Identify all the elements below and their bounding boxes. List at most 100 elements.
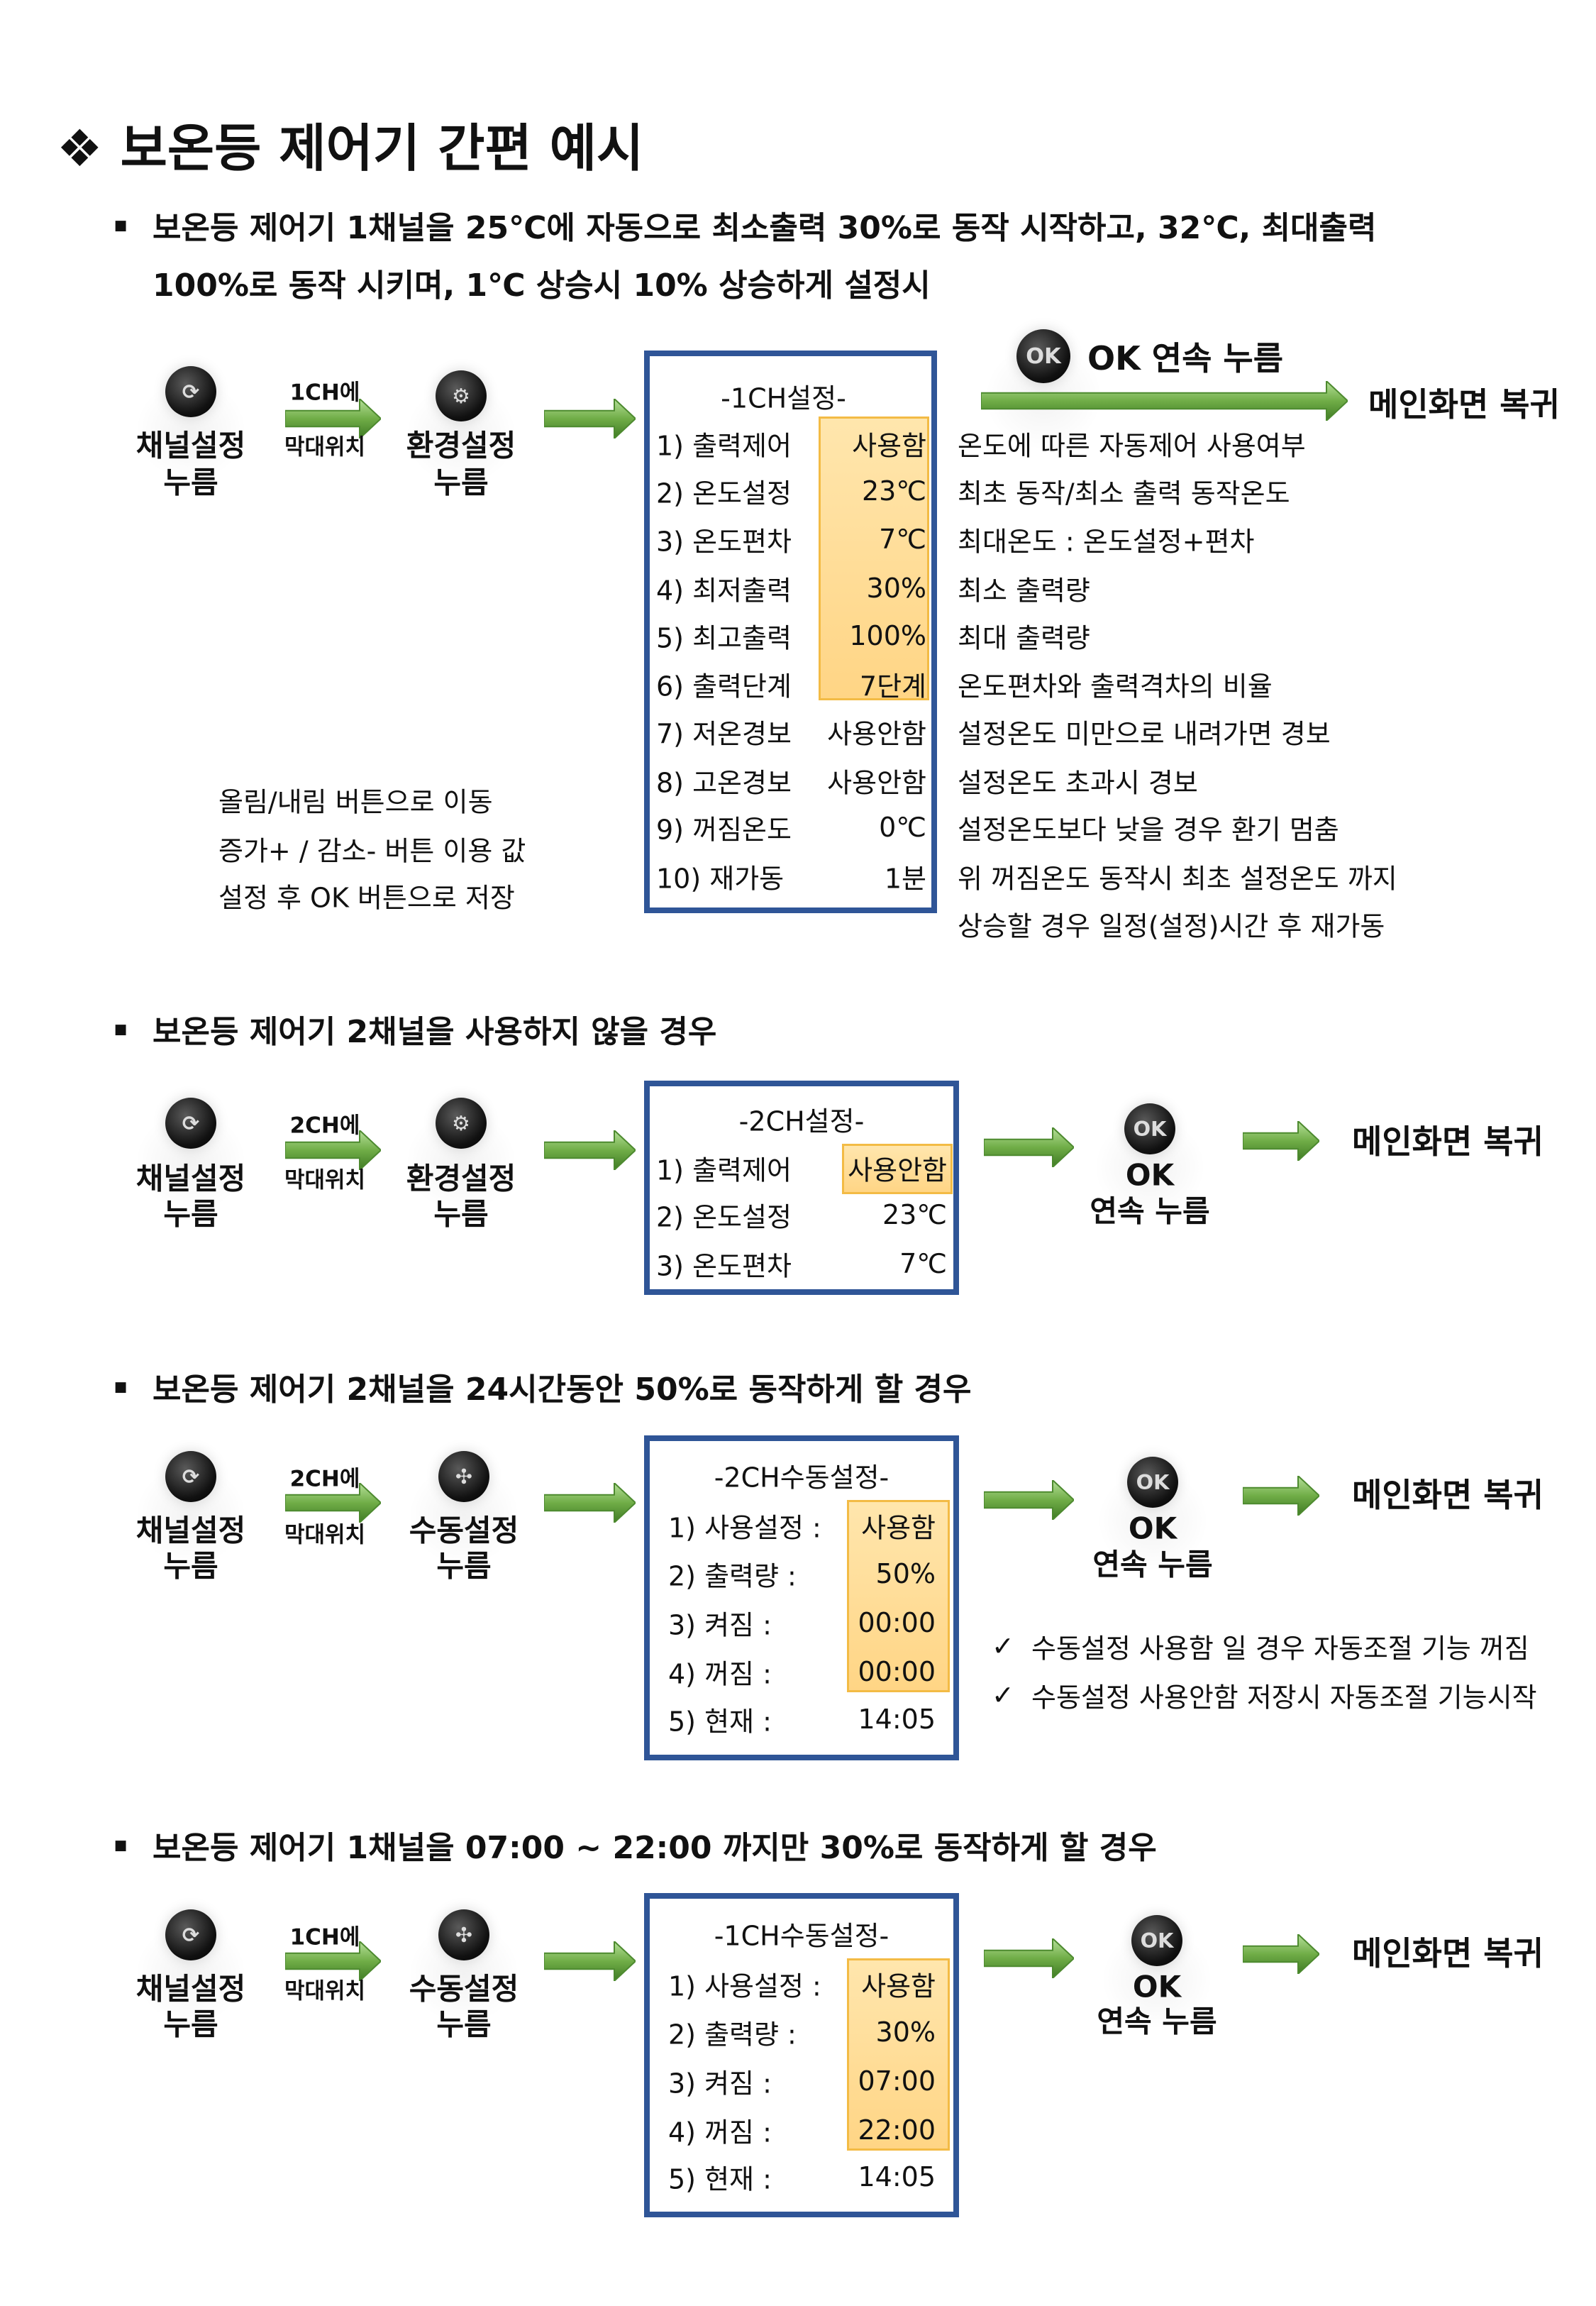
fan-icon[interactable]: ✣: [438, 1909, 489, 1960]
setting-description: 온도편차와 출력격차의 비율: [958, 671, 1273, 702]
bullet-icon: ▪: [113, 1832, 128, 1858]
check-note: 수동설정 사용함 일 경우 자동조절 기능 꺼짐: [1031, 1633, 1529, 1665]
page-title: ❖ 보온등 제어기 간편 예시: [57, 118, 644, 178]
ok-label: OK: [1125, 1157, 1175, 1193]
setting-label: 3) 켜짐 :: [668, 1609, 772, 1641]
channel-label: 2CH에: [289, 1466, 360, 1492]
setting-value[interactable]: 사용함: [852, 430, 926, 462]
check-note: 수동설정 사용안함 저장시 자동조절 기능시작: [1031, 1682, 1537, 1714]
box-title: -1CH설정-: [721, 382, 846, 414]
setting-label: 1) 출력제어: [656, 430, 792, 462]
ok-label: OK: [1128, 1511, 1177, 1546]
setting-description: 설정온도 초과시 경보: [958, 767, 1198, 799]
setting-label: 1) 사용설정 :: [668, 1970, 821, 2002]
setting-label: 3) 온도편차: [656, 1250, 792, 1282]
setting-label: 2) 출력량 :: [668, 1560, 797, 1592]
settings-label: 수동설정: [409, 1971, 519, 2007]
check-icon: ✓: [992, 1631, 1014, 1662]
ok-button-icon[interactable]: OK: [1131, 1915, 1182, 1966]
continuous-press-label: 연속 누름: [1090, 1193, 1210, 1229]
return-main-label: 메인화면 복귀: [1368, 385, 1560, 424]
channel-setting-button-icon[interactable]: ⟳: [165, 366, 216, 417]
press-label: 누름: [433, 1196, 489, 1232]
setting-description: 최대온도 : 온도설정+편차: [958, 526, 1255, 558]
setting-value[interactable]: 30%: [875, 2017, 936, 2048]
setting-description: 온도에 따른 자동제어 사용여부: [958, 430, 1306, 462]
setting-value[interactable]: 1분: [884, 863, 926, 895]
setting-value[interactable]: 00:00: [858, 1656, 936, 1687]
setting-value[interactable]: 00:00: [858, 1607, 936, 1638]
setting-label: 8) 고온경보: [656, 767, 792, 799]
section-heading: 보온등 제어기 1채널을 07:00 ~ 22:00 까지만 30%로 동작하게…: [153, 1830, 1157, 1866]
setting-value[interactable]: 23℃: [882, 1199, 947, 1230]
setting-value[interactable]: 100%: [849, 620, 926, 651]
ok-press-label: OK 연속 누름: [1087, 339, 1284, 377]
setting-value[interactable]: 50%: [875, 1558, 936, 1589]
press-label: 누름: [436, 2007, 492, 2042]
ok-button-icon[interactable]: OK: [1127, 1457, 1178, 1508]
setting-value[interactable]: 사용안함: [827, 718, 926, 750]
setting-description: 상승할 경우 일정(설정)시간 후 재가동: [958, 910, 1385, 942]
arrow-icon: [1243, 1121, 1319, 1161]
return-main-label: 메인화면 복귀: [1352, 1476, 1544, 1514]
setting-value[interactable]: 30%: [866, 573, 926, 604]
setting-value[interactable]: 0℃: [879, 812, 926, 843]
setting-value[interactable]: 14:05: [858, 1704, 936, 1735]
setting-value[interactable]: 07:00: [858, 2065, 936, 2097]
setting-value[interactable]: 14:05: [858, 2161, 936, 2192]
gear-icon[interactable]: ⚙: [436, 370, 487, 421]
ok-label: OK: [1132, 1969, 1182, 2004]
instruction-note: 증가+ / 감소- 버튼 이용 값: [218, 835, 526, 867]
setting-label: 4) 최저출력: [656, 575, 792, 607]
setting-value[interactable]: 사용함: [861, 1512, 936, 1544]
return-main-label: 메인화면 복귀: [1352, 1934, 1544, 1973]
channel-setting-button-icon[interactable]: ⟳: [165, 1098, 216, 1149]
channel-label: 1CH에: [289, 1924, 360, 1951]
setting-value[interactable]: 사용안함: [848, 1154, 947, 1186]
setting-value[interactable]: 7℃: [899, 1248, 947, 1279]
check-icon: ✓: [992, 1679, 1014, 1711]
arrow-icon: [1243, 1476, 1319, 1516]
channel-setting-label: 채널설정: [135, 428, 246, 463]
setting-value[interactable]: 7단계: [859, 671, 926, 702]
gear-icon[interactable]: ⚙: [436, 1098, 487, 1149]
channel-label: 2CH에: [289, 1113, 360, 1139]
arrow-icon: [984, 1480, 1074, 1520]
press-label: 누름: [163, 2007, 218, 2042]
setting-label: 1) 사용설정 :: [668, 1512, 821, 1544]
setting-value[interactable]: 22:00: [858, 2114, 936, 2146]
setting-description: 최대 출력량: [958, 622, 1090, 654]
section-heading: 100%로 동작 시키며, 1℃ 상승시 10% 상승하게 설정시: [153, 267, 931, 304]
continuous-press-label: 연속 누름: [1092, 1547, 1213, 1582]
arrow-icon: [285, 1130, 381, 1170]
bar-position-label: 막대위치: [284, 434, 366, 460]
setting-description: 위 꺼짐온도 동작시 최초 설정온도 까지: [958, 863, 1397, 895]
channel-label: 1CH에: [289, 380, 360, 406]
setting-value[interactable]: 사용안함: [827, 767, 926, 799]
setting-label: 3) 온도편차: [656, 526, 792, 558]
section-heading: 보온등 제어기 2채널을 사용하지 않을 경우: [153, 1014, 717, 1050]
bar-position-label: 막대위치: [284, 1167, 366, 1193]
setting-value[interactable]: 사용함: [861, 1970, 936, 2002]
ok-button-icon[interactable]: OK: [1016, 329, 1070, 383]
bullet-icon: ▪: [113, 1016, 128, 1042]
setting-label: 4) 꺼짐 :: [668, 2117, 772, 2148]
arrow-icon: [544, 399, 636, 438]
setting-value[interactable]: 23℃: [861, 475, 926, 507]
press-label: 누름: [163, 1548, 218, 1584]
channel-setting-button-icon[interactable]: ⟳: [165, 1909, 216, 1960]
instruction-note: 설정 후 OK 버튼으로 저장: [218, 882, 515, 914]
settings-label: 환경설정: [406, 428, 516, 463]
channel-setting-button-icon[interactable]: ⟳: [165, 1451, 216, 1502]
setting-value[interactable]: 7℃: [879, 524, 926, 555]
ok-button-icon[interactable]: OK: [1124, 1103, 1175, 1154]
bullet-icon: ▪: [113, 1374, 128, 1399]
arrow-icon: [285, 1941, 381, 1981]
setting-label: 10) 재가동: [656, 863, 785, 895]
setting-label: 1) 출력제어: [656, 1154, 792, 1186]
bullet-icon: ▪: [113, 212, 128, 238]
fan-icon[interactable]: ✣: [438, 1451, 489, 1502]
setting-label: 2) 온도설정: [656, 1201, 792, 1233]
setting-label: 3) 켜짐 :: [668, 2068, 772, 2100]
arrow-icon: [544, 1941, 636, 1981]
